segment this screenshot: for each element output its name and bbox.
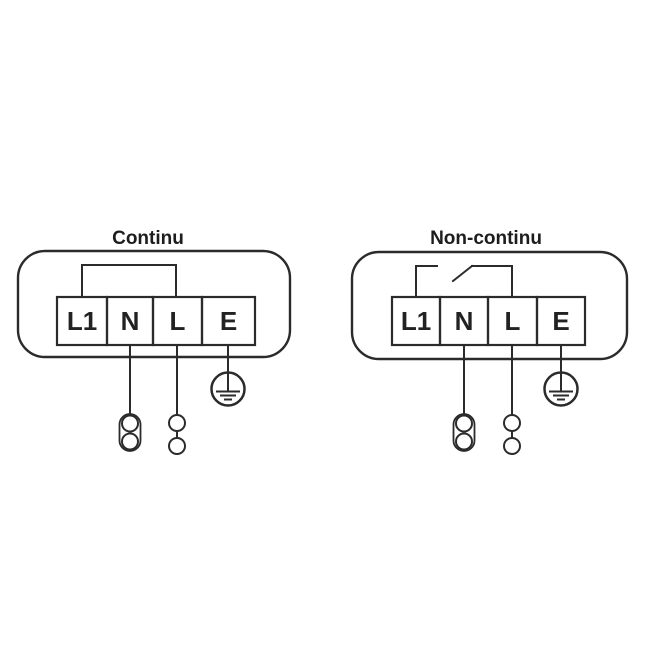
terminal-label-n: N bbox=[455, 306, 474, 336]
enclosure-outline bbox=[350, 250, 629, 361]
enclosure-outline bbox=[16, 249, 292, 359]
earth-ground-icon bbox=[210, 371, 246, 407]
open-switch-symbol bbox=[415, 264, 513, 298]
terminal-label-l: L bbox=[505, 306, 521, 336]
connector-circle-top bbox=[168, 414, 186, 432]
terminal-label-l1: L1 bbox=[401, 306, 431, 336]
diagram-title-non-continu: Non-continu bbox=[430, 228, 542, 249]
earth-circle bbox=[210, 371, 246, 407]
connector-circle-bottom bbox=[168, 437, 186, 455]
two-circle-connector-icon bbox=[503, 414, 521, 455]
double-circle-connector-icon bbox=[118, 413, 142, 452]
connector-circle-top bbox=[121, 414, 139, 433]
connector-capsule bbox=[452, 413, 476, 452]
diagram-title-continu: Continu bbox=[112, 228, 184, 249]
jumper-wire bbox=[81, 264, 177, 298]
switch-blade bbox=[451, 264, 474, 283]
connector-circle-top bbox=[455, 414, 473, 433]
connector-circle-bottom bbox=[121, 432, 139, 451]
connector-circle-top bbox=[503, 414, 521, 432]
switch-output-wire bbox=[471, 265, 513, 298]
connector-circle-bottom bbox=[455, 432, 473, 451]
earth-circle bbox=[543, 371, 579, 407]
terminal-label-l1: L1 bbox=[67, 306, 97, 336]
double-circle-connector-icon bbox=[452, 413, 476, 452]
connector-circle-bottom bbox=[503, 437, 521, 455]
terminal-label-e: E bbox=[220, 306, 237, 336]
connector-capsule bbox=[118, 413, 142, 452]
terminal-label-l: L bbox=[170, 306, 186, 336]
two-circle-connector-icon bbox=[168, 414, 186, 455]
terminal-label-n: N bbox=[121, 306, 140, 336]
diagram-continu: Continu L1 N L E bbox=[16, 228, 292, 455]
diagram-non-continu: Non-continu L1 N L E bbox=[350, 228, 629, 455]
terminal-label-e: E bbox=[552, 306, 569, 336]
earth-ground-icon bbox=[543, 371, 579, 407]
switch-fixed-contact bbox=[415, 265, 438, 298]
